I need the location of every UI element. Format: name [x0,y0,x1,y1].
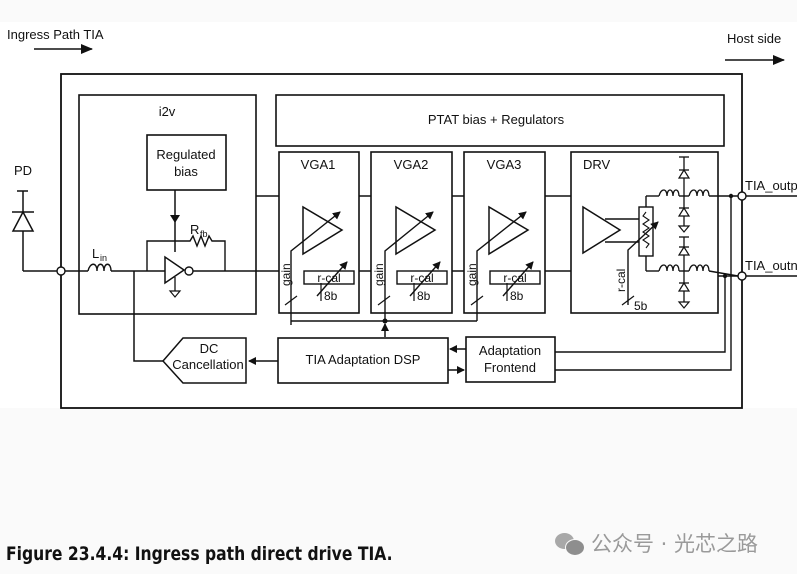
input-pad-node [56,266,66,276]
figure-caption: Figure 23.4.4: Ingress path direct drive… [6,543,393,565]
variable-gain-amp-icon [395,205,437,256]
svg-text:L: L [92,246,99,261]
inductor-lin-icon [87,263,112,272]
svg-text:8b: 8b [417,289,431,303]
svg-text:r-cal: r-cal [614,269,628,292]
inductor-icon [688,189,710,197]
tia-outn-node [737,271,747,281]
termination-resistor [638,206,654,257]
svg-text:VGA2: VGA2 [394,157,429,172]
svg-text:Host side: Host side [727,31,781,46]
regulated-bias-block [146,134,227,191]
vga2-block: VGA2 r-cal 8b gain [370,151,453,321]
adaptation-frontend-block: Adaptation Frontend [465,336,556,383]
svg-text:Regulated: Regulated [156,147,215,162]
svg-text:VGA3: VGA3 [487,157,522,172]
svg-text:PD: PD [14,163,32,178]
feedback-resistor-icon [146,234,226,271]
driver-amp-icon [582,205,622,255]
svg-text:DRV: DRV [583,157,611,172]
esd-diode-stack-bottom [677,236,691,309]
svg-text:VGA1: VGA1 [301,157,336,172]
rcal-block [303,270,355,285]
vga1-block: VGA1 r-cal 8b gain [278,151,360,325]
svg-text:8b: 8b [324,289,338,303]
svg-text:r-cal: r-cal [410,271,433,285]
watermark: 公众号 · 光芯之路 [555,528,758,558]
wechat-icon [555,531,585,556]
svg-text:DC: DC [200,341,219,356]
svg-text:R: R [190,222,199,237]
inductor-icon [658,189,680,197]
svg-text:TIA Adaptation DSP: TIA Adaptation DSP [306,352,421,367]
svg-text:Ingress Path TIA: Ingress Path TIA [7,27,104,42]
svg-text:r-cal: r-cal [503,271,526,285]
host-side-label: Host side [725,31,785,65]
rcal-block [396,270,448,285]
svg-text:Adaptation: Adaptation [479,343,541,358]
drv-block: DRV r-cal 5b [570,151,739,314]
svg-text:gain: gain [465,263,479,286]
svg-text:8b: 8b [510,289,524,303]
tia-outn-label: TIA_outn [745,258,797,273]
dc-cancellation-block: DC Cancellation [161,337,247,384]
top-background-band [0,0,797,22]
bias-arrow-icon [170,215,180,223]
inverting-amplifier-icon [164,255,186,285]
inductor-icon [658,264,680,272]
photodiode: PD [11,163,35,271]
tia-adaptation-dsp-block: TIA Adaptation DSP [277,337,449,384]
variable-gain-amp-icon [488,205,530,256]
vga3-block: VGA3 r-cal 8b gain [463,151,546,321]
svg-text:Frontend: Frontend [484,360,536,375]
inductor-icon [688,264,710,272]
esd-diode-stack-top [677,156,691,233]
bottom-background-band [0,408,797,574]
i2v-block: i2v Regulated bias R fb L in [78,94,257,315]
svg-text:Cancellation: Cancellation [172,357,244,372]
svg-text:gain: gain [372,263,386,286]
svg-text:PTAT bias + Regulators: PTAT bias + Regulators [428,112,565,127]
ptat-bias-block: PTAT bias + Regulators [275,94,725,147]
svg-text:in: in [100,253,107,263]
tia-outp-label: TIA_outp [745,178,797,193]
rcal-block [489,270,541,285]
svg-text:bias: bias [174,164,198,179]
svg-text:i2v: i2v [159,104,176,119]
svg-text:fb: fb [200,229,208,239]
variable-gain-amp-icon [302,205,344,256]
ground-icon [168,290,182,298]
photodiode-icon [11,210,35,232]
tia-outp-node [737,191,747,201]
svg-text:gain: gain [279,263,293,286]
ingress-path-label: Ingress Path TIA [7,27,104,54]
watermark-text: 公众号 · 光芯之路 [591,532,759,556]
svg-text:r-cal: r-cal [317,271,340,285]
svg-text:5b: 5b [634,299,648,313]
